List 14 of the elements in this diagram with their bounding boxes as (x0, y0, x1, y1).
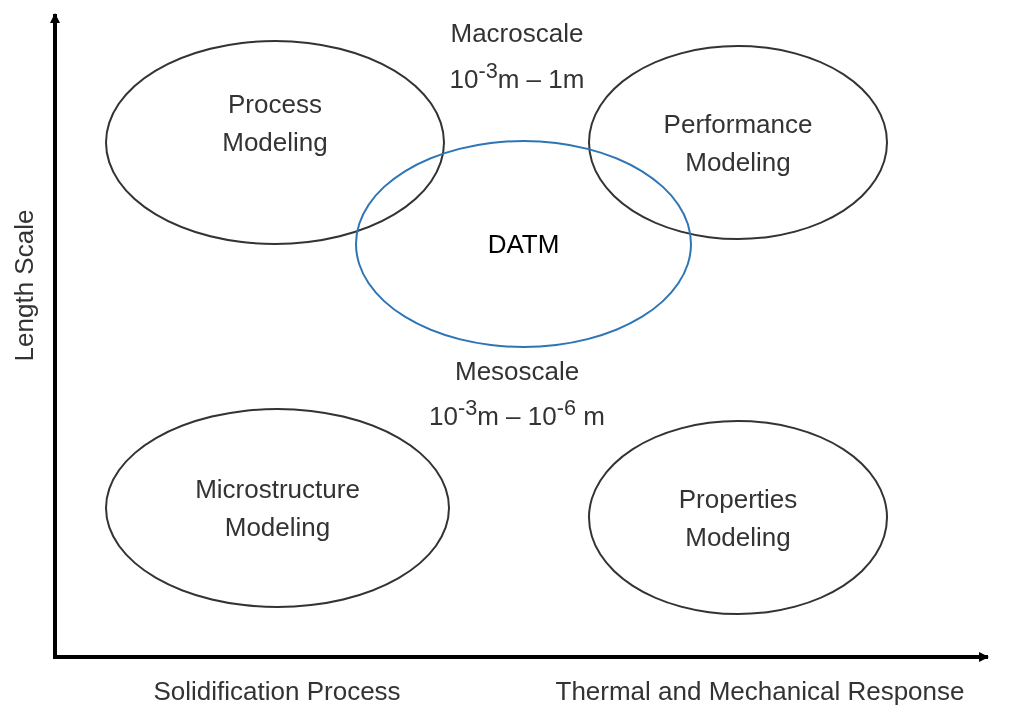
axis-label: Thermal and Mechanical Response (555, 676, 965, 707)
node-label: Performance Modeling (662, 107, 814, 179)
scale-range: 10$^{-3}$m – 10$^{-6}$ m (429, 395, 605, 432)
axis-label: Solidification Process (153, 676, 401, 707)
scale-label: Macroscale (450, 18, 584, 49)
ellipse (588, 45, 888, 240)
node-label: Microstructure Modeling (194, 473, 361, 544)
axis-label: Length Scale (9, 209, 41, 361)
node-label: Properties Modeling (677, 482, 799, 554)
scale-range: 10$^{-3}$m – 1m (449, 58, 585, 95)
ellipse (105, 40, 445, 245)
scale-label: Mesoscale (455, 356, 580, 387)
node-label: DATM (487, 228, 560, 261)
node-label: Process Modeling (221, 87, 329, 159)
